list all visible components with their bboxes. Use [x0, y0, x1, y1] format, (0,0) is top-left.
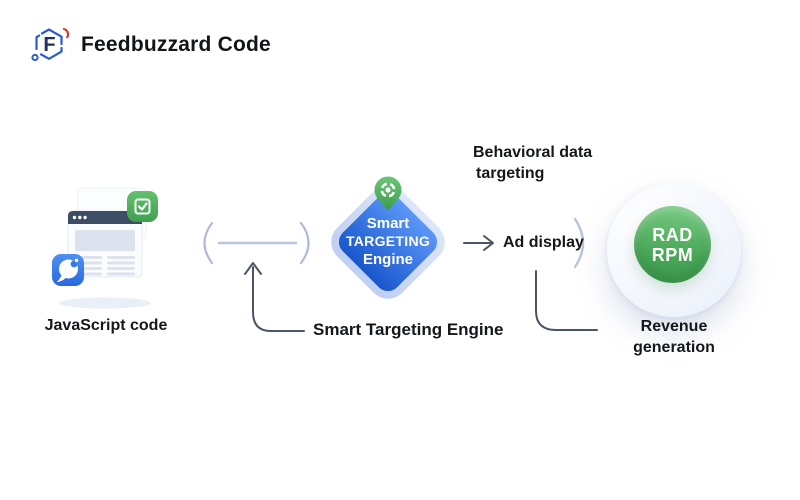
diamond-core: [338, 192, 438, 292]
feedback-up-arrow-icon: [244, 262, 305, 332]
engine-caption-label: Smart Targeting Engine: [313, 320, 504, 339]
checkbox-badge-icon: [127, 191, 158, 222]
engine-line1: Smart: [367, 215, 410, 232]
window-dot-icon: [78, 215, 82, 220]
ad-display-label: Ad display: [503, 234, 584, 251]
rad-line2: RPM: [651, 244, 694, 265]
illustration-shadow: [59, 297, 151, 309]
window-dot-icon: [72, 215, 77, 220]
rad-rpm-button: RAD RPM: [634, 206, 711, 283]
revenue-line1: Revenue: [640, 318, 708, 335]
engine-diamond: Smart TARGETING Engine: [331, 176, 445, 299]
behavioral-line2: targeting: [476, 165, 545, 182]
engine-line3: Engine: [363, 251, 413, 268]
engine-line2: TARGETING: [346, 233, 430, 249]
flow-right-arrow-icon: [463, 235, 494, 251]
revenue-line2: generation: [633, 339, 715, 356]
brand-name: Feedbuzzard Code: [81, 33, 271, 56]
revenue-curve-icon: [535, 270, 598, 331]
brand: F Feedbuzzard Code: [28, 22, 271, 68]
window-dot-icon: [83, 215, 87, 220]
browser-window-icon: [67, 210, 143, 278]
chat-badge-icon: [52, 254, 84, 286]
logo-dot: [31, 53, 39, 62]
behavioral-line1: Behavioral data: [473, 144, 593, 161]
paren-connector-icon: [203, 221, 310, 265]
brand-logo-icon: F: [31, 27, 70, 62]
rad-line1: RAD: [652, 224, 693, 245]
behavioral-label: Behavioral data targeting: [473, 142, 592, 184]
logo-red-arc: [62, 27, 70, 39]
target-pin-icon: [374, 176, 402, 211]
javascript-node-label: JavaScript code: [44, 317, 168, 334]
revenue-label: Revenue generation: [607, 316, 741, 358]
javascript-illustration: [52, 187, 158, 309]
brand-monogram: F: [43, 34, 55, 56]
